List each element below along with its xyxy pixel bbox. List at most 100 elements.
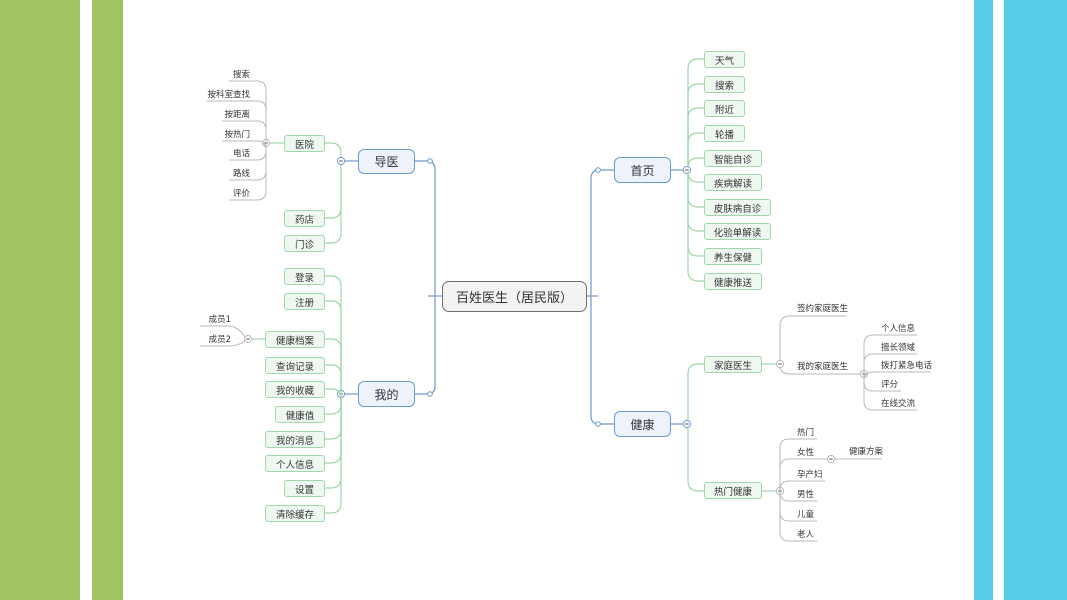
leaf-hospital-2[interactable]: 按距离 — [224, 110, 250, 120]
leaf-hospital-1[interactable]: 按科室查找 — [207, 90, 250, 100]
decor-bar-left-wide — [0, 0, 80, 600]
sub-node-guide-0[interactable]: 医院 — [284, 135, 325, 152]
connector-line — [687, 132, 704, 166]
collapse-toggle-icon[interactable] — [682, 419, 692, 429]
leaf-hospital-5[interactable]: 路线 — [232, 169, 250, 179]
sub-node-mine-8-label: 设置 — [294, 484, 314, 496]
collapse-toggle-icon[interactable] — [336, 156, 346, 166]
sub-node-mine-8[interactable]: 设置 — [284, 480, 325, 497]
connector-line — [779, 438, 817, 487]
leaf-hospital-3[interactable]: 按热门 — [224, 130, 250, 140]
leaf-member-1[interactable]: 成员2 — [208, 335, 231, 345]
sub-node-home-5[interactable]: 疾病解读 — [704, 174, 762, 191]
leaf-women-plan[interactable]: 健康方案 — [849, 447, 884, 457]
main-node-home[interactable]: 首页 — [614, 157, 671, 183]
sub-node-home-9[interactable]: 健康推送 — [704, 273, 762, 290]
decor-bar-left-narrow — [92, 0, 123, 600]
leaf-mydoctor-3[interactable]: 评分 — [881, 380, 899, 390]
leaf-mydoctor-0[interactable]: 个人信息 — [881, 324, 916, 334]
sub-node-health-1[interactable]: 热门健康 — [704, 482, 762, 499]
collapse-toggle-icon[interactable] — [826, 454, 836, 464]
leaf-hot-5[interactable]: 老人 — [797, 530, 815, 540]
connector-dot — [595, 167, 601, 173]
connector-line — [325, 165, 342, 244]
sub-node-mine-9-label: 清除缓存 — [275, 509, 314, 521]
sub-node-home-4[interactable]: 智能自诊 — [704, 150, 762, 167]
collapse-toggle-icon[interactable] — [243, 334, 253, 344]
sub-node-mine-5-label: 健康值 — [285, 410, 315, 422]
connector-dot — [427, 158, 433, 164]
root-node[interactable]: 百姓医生（居民版） — [442, 281, 587, 312]
sub-node-mine-4[interactable]: 我的收藏 — [265, 381, 325, 398]
connector-line — [863, 353, 917, 370]
sub-node-mine-5[interactable]: 健康值 — [275, 406, 325, 423]
leaf-hot-2[interactable]: 孕产妇 — [797, 470, 823, 480]
connector-line — [687, 174, 704, 257]
connector-line — [687, 428, 704, 492]
sub-node-home-3[interactable]: 轮播 — [704, 125, 745, 142]
main-node-health[interactable]: 健康 — [614, 411, 671, 437]
main-node-guide-label: 导医 — [374, 155, 399, 169]
connector-line — [779, 491, 817, 502]
leaf-family-1[interactable]: 我的家庭医生 — [797, 362, 849, 372]
branch-line-guide — [415, 160, 436, 296]
sub-node-mine-0-label: 登录 — [294, 272, 314, 284]
connector-line — [687, 58, 704, 166]
sub-node-health-0[interactable]: 家庭医生 — [704, 356, 762, 373]
leaf-hospital-6[interactable]: 评价 — [232, 189, 250, 199]
leaf-member-0[interactable]: 成员1 — [208, 315, 231, 325]
sub-node-home-1-label: 搜索 — [714, 80, 734, 92]
leaf-hospital-0[interactable]: 搜索 — [232, 70, 250, 80]
main-node-mine[interactable]: 我的 — [358, 381, 415, 407]
sub-node-home-0[interactable]: 天气 — [704, 51, 745, 68]
sub-node-guide-0-label: 医院 — [294, 139, 314, 151]
collapse-toggle-icon[interactable] — [775, 359, 785, 369]
sub-node-home-7[interactable]: 化验单解读 — [704, 223, 771, 240]
sub-node-home-2[interactable]: 附近 — [704, 100, 745, 117]
sub-node-guide-2[interactable]: 门诊 — [284, 235, 325, 252]
collapse-toggle-icon[interactable] — [682, 165, 692, 175]
sub-node-mine-7[interactable]: 个人信息 — [265, 455, 325, 472]
leaf-mydoctor-1[interactable]: 擅长领域 — [881, 343, 916, 353]
connector-line — [325, 142, 342, 157]
leaf-family-0[interactable]: 签约家庭医生 — [797, 304, 849, 314]
leaf-mydoctor-2[interactable]: 拨打紧急电话 — [881, 361, 933, 371]
leaf-mydoctor-4[interactable]: 在线交流 — [881, 399, 916, 409]
main-node-home-label: 首页 — [630, 163, 655, 178]
leaf-hospital-4[interactable]: 电话 — [232, 149, 250, 159]
connector-line — [779, 480, 825, 491]
branch-line-home — [590, 169, 614, 296]
decor-bar-right-narrow — [974, 0, 993, 600]
connector-line — [229, 146, 267, 201]
sub-node-mine-1[interactable]: 注册 — [284, 293, 325, 310]
leaf-hot-0[interactable]: 热门 — [797, 428, 815, 438]
leaf-hot-4[interactable]: 儿童 — [797, 510, 815, 520]
main-node-guide[interactable]: 导医 — [358, 149, 415, 174]
sub-node-guide-1[interactable]: 药店 — [284, 210, 325, 227]
sub-node-mine-7-label: 个人信息 — [275, 459, 314, 471]
sub-node-home-7-label: 化验单解读 — [713, 227, 762, 239]
connector-line — [229, 80, 267, 140]
branch-line-mine — [415, 296, 436, 395]
sub-node-mine-1-label: 注册 — [294, 297, 314, 309]
main-node-health-label: 健康 — [630, 417, 655, 432]
leaf-hot-3[interactable]: 男性 — [797, 490, 815, 500]
sub-node-mine-6-label: 我的消息 — [275, 435, 314, 447]
connector-line — [687, 157, 704, 169]
sub-node-home-8[interactable]: 养生保健 — [704, 248, 762, 265]
sub-node-mine-2[interactable]: 健康档案 — [265, 331, 325, 348]
connector-line — [863, 378, 917, 411]
connector-line — [863, 334, 917, 370]
sub-node-home-1[interactable]: 搜索 — [704, 76, 745, 93]
sub-node-mine-0[interactable]: 登录 — [284, 268, 325, 285]
sub-node-home-8-label: 养生保健 — [713, 252, 752, 264]
connector-line — [325, 165, 342, 219]
sub-node-mine-6[interactable]: 我的消息 — [265, 431, 325, 448]
connector-line — [200, 325, 246, 338]
sub-node-mine-3[interactable]: 查询记录 — [265, 357, 325, 374]
sub-node-mine-9[interactable]: 清除缓存 — [265, 505, 325, 522]
leaf-hot-1[interactable]: 女性 — [797, 448, 815, 458]
sub-node-home-6[interactable]: 皮肤病自诊 — [704, 199, 771, 216]
sub-node-health-0-label: 家庭医生 — [713, 360, 752, 372]
